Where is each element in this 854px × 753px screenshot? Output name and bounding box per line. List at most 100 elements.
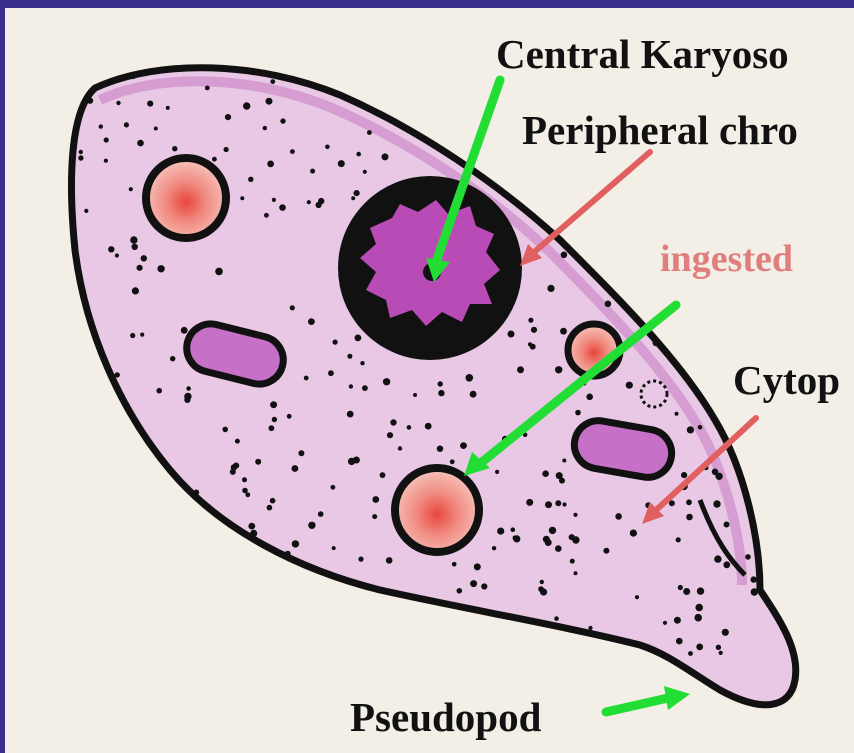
granule-dot — [250, 530, 257, 537]
granule-dot — [713, 500, 720, 507]
granule-dot — [683, 588, 690, 595]
granule-dot — [304, 376, 309, 381]
granule-dot — [267, 161, 274, 168]
granule-dot — [694, 614, 702, 622]
granule-dot — [413, 393, 417, 397]
granule-dot — [438, 381, 443, 386]
granule-dot — [316, 202, 322, 208]
granule-dot — [353, 457, 360, 464]
granule-dot — [555, 366, 562, 373]
granule-dot — [347, 354, 352, 359]
granule-dot — [382, 153, 389, 160]
granule-dot — [561, 252, 568, 259]
granule-dot — [474, 563, 481, 570]
granule-dot — [547, 285, 554, 292]
granule-dot — [562, 502, 566, 506]
granule-dot — [269, 425, 275, 431]
granule-dot — [676, 638, 683, 645]
granule-dot — [170, 356, 175, 361]
granule-dot — [569, 534, 575, 540]
granule-dot — [460, 442, 467, 449]
granule-dot — [678, 585, 683, 590]
granule-dot — [147, 101, 153, 107]
granule-dot — [688, 651, 693, 656]
granule-dot — [540, 588, 547, 595]
granule-dot — [347, 411, 354, 418]
granule-dot — [531, 327, 537, 333]
granule-dot — [513, 535, 520, 542]
granule-dot — [570, 559, 575, 564]
granule-dot — [528, 318, 533, 323]
granule-dot — [686, 499, 692, 505]
granule-dot — [287, 414, 292, 419]
granule-dot — [686, 514, 693, 521]
granule-dot — [562, 459, 566, 463]
granule-dot — [115, 372, 120, 377]
granule-dot — [630, 530, 637, 537]
granule-dot — [542, 470, 549, 477]
granule-dot — [386, 557, 393, 564]
granule-dot — [497, 528, 504, 535]
granule-dot — [292, 465, 299, 472]
granule-dot — [104, 137, 109, 142]
granule-dot — [78, 155, 83, 160]
granule-dot — [528, 342, 532, 346]
granule-dot — [172, 146, 177, 151]
granule-dot — [129, 187, 133, 191]
granule-dot — [104, 159, 108, 163]
granule-dot — [130, 73, 136, 79]
granule-dot — [363, 170, 367, 174]
granule-dot — [132, 244, 138, 250]
granule-dot — [130, 236, 137, 243]
granule-dot — [140, 333, 144, 337]
granule-dot — [270, 401, 277, 408]
granule-dot — [545, 501, 552, 508]
granule-dot — [331, 485, 336, 490]
granule-dot — [450, 459, 455, 464]
granule-dot — [186, 386, 191, 391]
granule-dot — [495, 470, 499, 474]
granule-dot — [470, 391, 477, 398]
ingested-rbc — [146, 158, 226, 238]
granule-dot — [137, 265, 143, 271]
granule-dot — [280, 118, 285, 123]
granule-dot — [508, 331, 515, 338]
granule-dot — [235, 439, 240, 444]
granule-dot — [367, 130, 372, 135]
granule-dot — [724, 522, 730, 528]
granule-dot — [222, 427, 228, 433]
granule-dot — [675, 412, 679, 416]
granule-dot — [605, 301, 612, 308]
granule-dot — [264, 213, 269, 218]
granule-dot — [540, 580, 544, 584]
left-frame-border — [0, 0, 5, 753]
granule-dot — [723, 561, 730, 568]
granule-dot — [272, 417, 277, 422]
granule-dot — [676, 537, 681, 542]
granule-dot — [554, 616, 559, 621]
granule-dot — [137, 140, 144, 147]
granule-dot — [722, 629, 729, 636]
granule-dot — [116, 101, 120, 105]
granule-dot — [745, 554, 751, 560]
granule-dot — [687, 426, 694, 433]
granule-dot — [452, 562, 457, 567]
granule-dot — [349, 384, 353, 388]
granule-dot — [130, 333, 135, 338]
granule-dot — [356, 152, 361, 157]
granule-dot — [224, 147, 229, 152]
granule-dot — [719, 651, 723, 655]
label-ingested: ingested — [660, 240, 793, 278]
granule-dot — [166, 106, 170, 110]
granule-dot — [193, 490, 199, 496]
granule-dot — [603, 548, 609, 554]
granule-dot — [307, 200, 311, 204]
granule-dot — [511, 527, 516, 532]
granule-dot — [242, 477, 247, 482]
granule-dot — [285, 551, 291, 557]
granule-dot — [157, 265, 164, 272]
granule-dot — [212, 157, 217, 162]
granule-dot — [351, 196, 355, 200]
granule-dot — [79, 150, 83, 154]
granule-dot — [526, 499, 533, 506]
